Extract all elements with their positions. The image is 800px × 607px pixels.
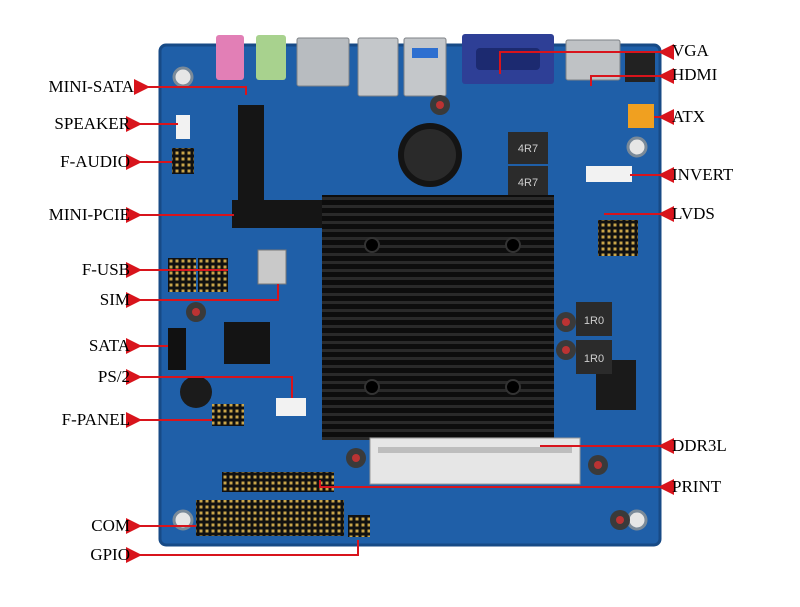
heatsink [322,195,554,440]
label-mini-pcie: MINI-PCIE [48,205,130,224]
hdmi-connector [565,39,621,81]
f-usb-header-2 [198,258,228,292]
inductor-2-label: 4R7 [518,177,538,189]
com-headers [196,500,344,536]
label-ps2: PS/2 [97,367,130,386]
label-f-audio: F-AUDIO [60,152,130,171]
audio-jack-pink [216,35,244,80]
atx-connector [628,104,654,128]
inductor-1-label: 4R7 [518,143,538,155]
gpio-header [348,515,370,537]
label-sata: SATA [88,336,130,355]
label-lvds: LVDS [672,204,715,223]
leader-lines [126,44,674,563]
label-print: PRINT [672,477,722,496]
sata-connector [168,328,186,370]
lvds-header [598,220,638,256]
mini-pcie-slot [232,200,324,228]
label-f-panel: F-PANEL [61,410,130,429]
label-sim: SIM [99,290,130,309]
label-invert: INVERT [672,165,734,184]
heatsink-screws [364,237,521,395]
mini-sata-slot [238,105,264,205]
invert-header [586,166,632,182]
inductor-4 [576,340,612,374]
label-hdmi: HDMI [672,65,718,84]
inductor-4-label: 1R0 [584,353,604,365]
f-panel-header [212,404,244,426]
label-atx: ATX [672,107,706,126]
inductor-2 [508,166,548,198]
label-speaker: SPEAKER [54,114,130,133]
sim-slot [257,249,287,285]
capacitors [186,95,630,530]
buzzer [180,376,212,408]
audio-jack-green [256,35,286,80]
inductor-3-label: 1R0 [584,315,604,327]
label-gpio: GPIO [90,545,130,564]
f-audio-header [172,148,194,174]
ddr3l-slot [369,437,581,485]
inductor-1 [508,132,548,164]
label-f-usb: F-USB [81,260,130,279]
print-header [222,472,334,492]
speaker-header [176,115,190,139]
usb-port-2 [403,37,447,97]
label-com: COM [91,516,130,535]
chip-small [224,322,270,364]
label-mini-sata: MINI-SATA [48,77,134,96]
label-ddr3l: DDR3L [672,436,727,455]
label-vga: VGA [672,41,709,60]
usb-port-1 [357,37,399,97]
lan-port [296,37,350,87]
ps2-header [276,398,306,416]
inductor-3 [576,302,612,336]
f-usb-header-1 [168,258,196,292]
